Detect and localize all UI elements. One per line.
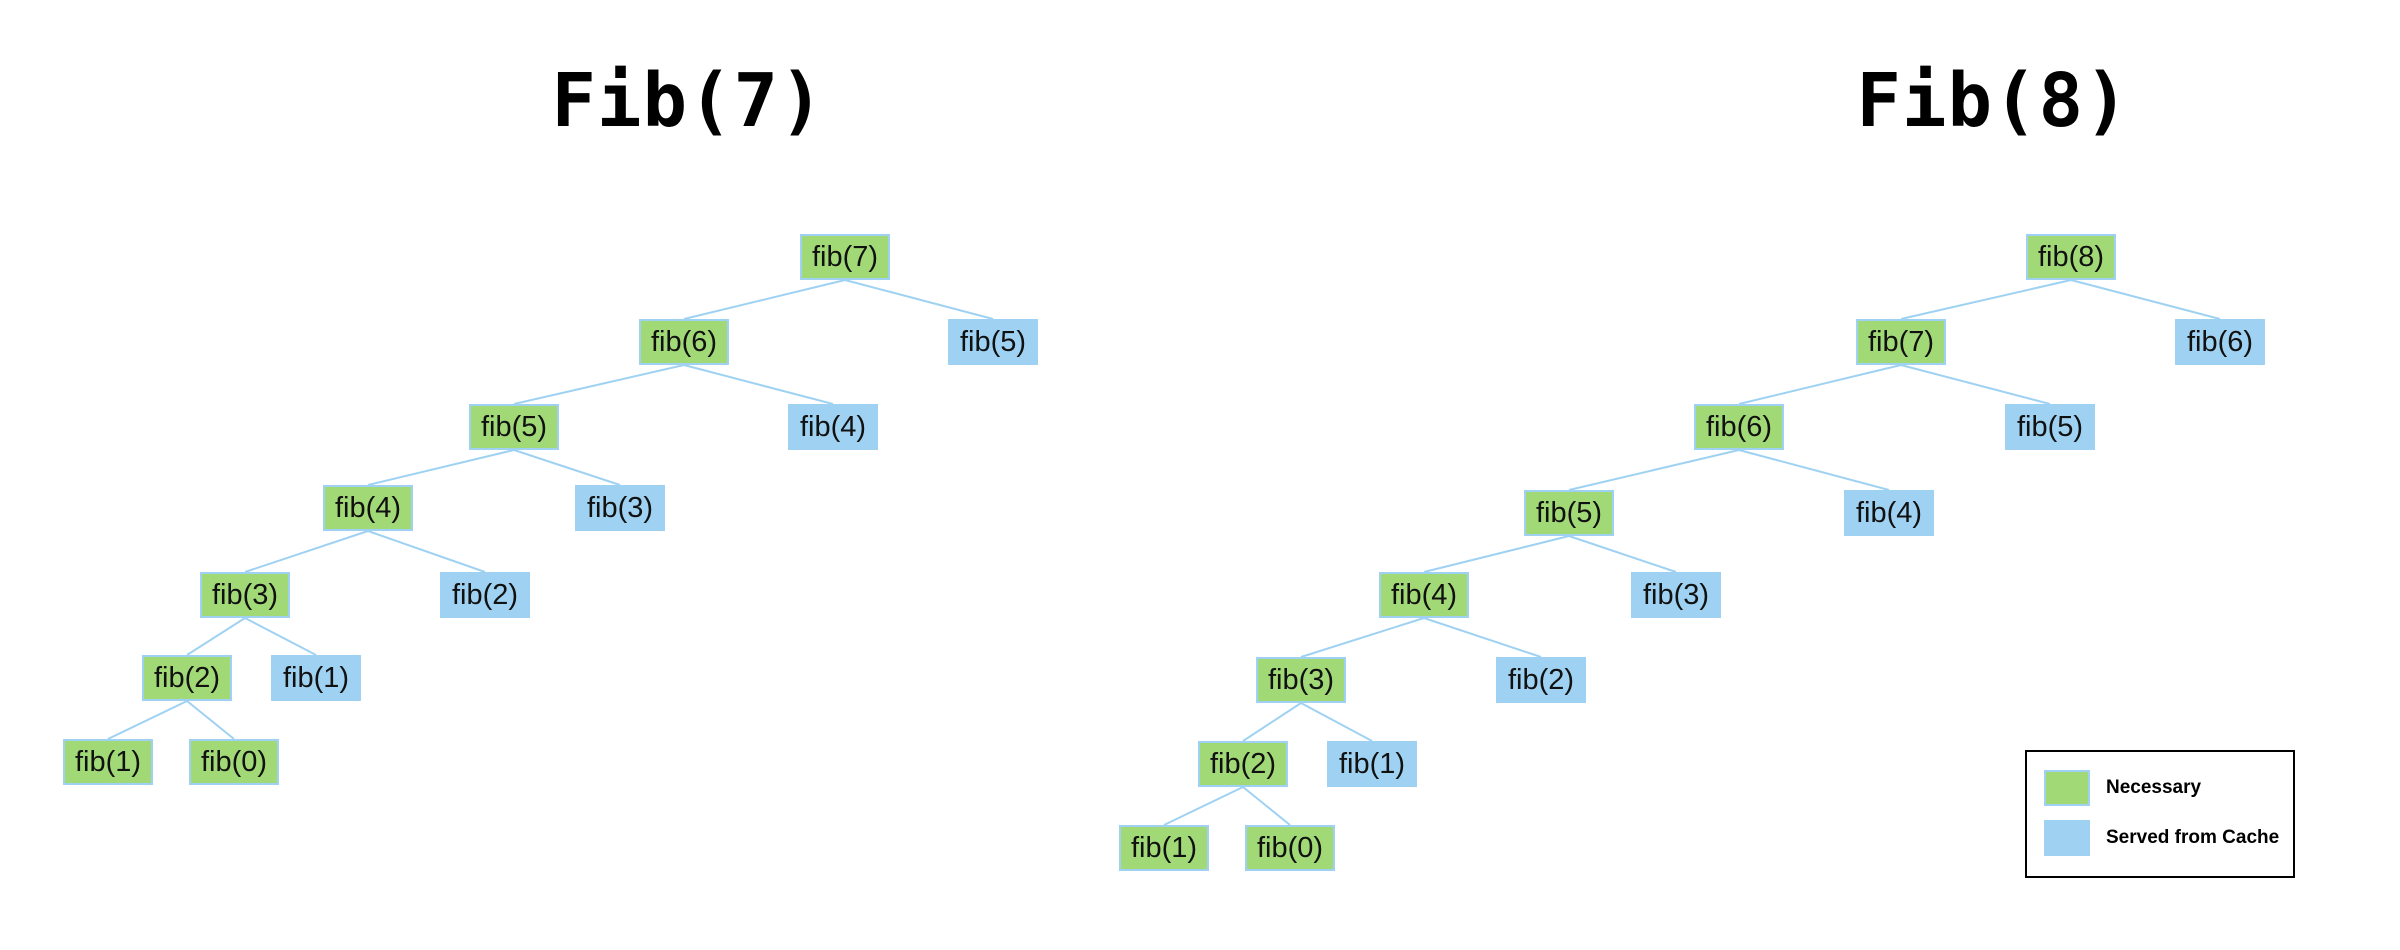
tree-edge-a1: [107, 700, 188, 740]
legend-label-cache: Served from Cache: [2106, 827, 2280, 848]
legend-label-necessary: Necessary: [2106, 777, 2202, 798]
tree-edge-b2: [1242, 702, 1302, 742]
tree-node-a4: fib(4): [323, 485, 413, 531]
tree-node-a7: fib(7): [800, 234, 890, 280]
tree-node-a5: fib(5): [469, 404, 559, 450]
tree-node-b4c: fib(4): [1844, 490, 1934, 536]
tree-node-b3c: fib(3): [1631, 572, 1721, 618]
tree-edge-b2c: [1423, 617, 1542, 658]
legend-row-cache: Served from Cache: [2044, 820, 2279, 856]
tree-edge-a1c: [244, 617, 317, 656]
tree-edge-b1: [1163, 786, 1244, 826]
tree-edge-b4: [1423, 535, 1570, 573]
legend-row-necessary: Necessary: [2044, 770, 2201, 806]
tree-node-a1c: fib(1): [271, 655, 361, 701]
tree-node-b2: fib(2): [1198, 741, 1288, 787]
legend-swatch-cache: [2044, 820, 2090, 856]
tree-edge-a2: [186, 617, 246, 656]
legend: Necessary Served from Cache: [2025, 750, 2295, 878]
tree-node-b5c: fib(5): [2005, 404, 2095, 450]
fib7-title: Fib(7): [551, 58, 825, 144]
tree-node-b1c: fib(1): [1327, 741, 1417, 787]
tree-edge-b6c: [2070, 279, 2221, 320]
tree-edge-a3c: [513, 449, 621, 486]
tree-edge-a3: [244, 530, 369, 573]
tree-node-a2: fib(2): [142, 655, 232, 701]
tree-edge-a4c: [683, 364, 834, 405]
tree-node-b6: fib(6): [1694, 404, 1784, 450]
tree-edge-a6: [683, 279, 846, 320]
tree-edge-b6: [1738, 364, 1902, 405]
tree-edge-a5c: [844, 279, 994, 320]
tree-node-a0: fib(0): [189, 739, 279, 785]
tree-edge-b7: [1900, 279, 2072, 320]
legend-swatch-necessary: [2044, 770, 2090, 806]
tree-node-a3: fib(3): [200, 572, 290, 618]
tree-node-a5c: fib(5): [948, 319, 1038, 365]
tree-node-b0: fib(0): [1245, 825, 1335, 871]
tree-edge-b0: [1242, 786, 1291, 826]
tree-edge-b5c: [1900, 364, 2051, 405]
tree-node-b2c: fib(2): [1496, 657, 1586, 703]
tree-edge-b1c: [1300, 702, 1373, 742]
tree-node-a3c: fib(3): [575, 485, 665, 531]
tree-edge-a4: [367, 449, 515, 486]
tree-edge-b3c: [1568, 535, 1677, 573]
fib8-title: Fib(8): [1856, 58, 2130, 144]
tree-node-b1: fib(1): [1119, 825, 1209, 871]
tree-edge-b5: [1568, 449, 1740, 491]
tree-node-a6: fib(6): [639, 319, 729, 365]
tree-node-a2c: fib(2): [440, 572, 530, 618]
tree-node-a4c: fib(4): [788, 404, 878, 450]
tree-node-a1: fib(1): [63, 739, 153, 785]
tree-edge-b4c: [1738, 449, 1890, 491]
tree-node-b5: fib(5): [1524, 490, 1614, 536]
tree-node-b4: fib(4): [1379, 572, 1469, 618]
tree-node-b6c: fib(6): [2175, 319, 2265, 365]
tree-node-b7: fib(7): [1856, 319, 1946, 365]
tree-node-b3: fib(3): [1256, 657, 1346, 703]
tree-edge-a5: [513, 364, 685, 405]
tree-edge-a0: [186, 700, 235, 740]
tree-edge-a2c: [367, 530, 486, 573]
tree-edge-b3: [1300, 617, 1425, 658]
tree-node-b8: fib(8): [2026, 234, 2116, 280]
